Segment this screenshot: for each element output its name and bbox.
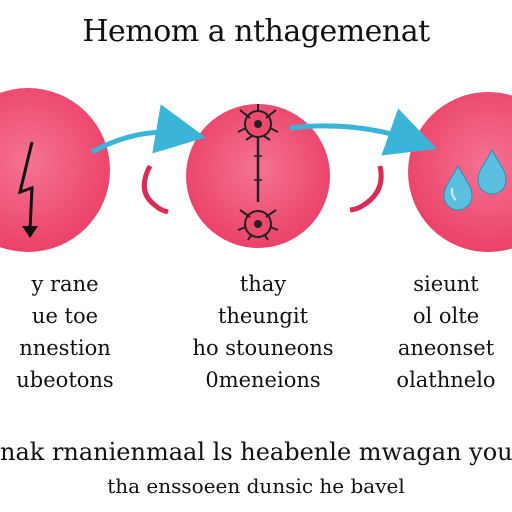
- stage-text-line: ue toe: [31, 304, 99, 328]
- stage-text-line: y rane: [31, 272, 99, 296]
- diagram-title: Hemom a nthagemenat: [82, 14, 430, 49]
- neuron-icon: [237, 104, 279, 241]
- stage-text-line: aneonset: [397, 336, 495, 360]
- stage-text-line: ho stouneons: [192, 336, 334, 360]
- arrow-left-to-middle: [90, 104, 206, 155]
- curl-accent-right: [349, 165, 384, 213]
- stage-text-right: sieunt ol olte aneonset olathnelo: [380, 268, 512, 396]
- stage-text-line: ubeotons: [16, 368, 114, 392]
- water-drops-icon: [443, 148, 507, 211]
- footer-text-line-2: tha enssoeen dunsic he bavel: [107, 474, 405, 498]
- footer-text-line-1: nak rnanienmaal ls heabenle mwagan you: [0, 438, 512, 466]
- stage-circle-left: [0, 88, 110, 252]
- curl-accent-left: [141, 164, 169, 215]
- stage-text-line: ol olte: [412, 304, 480, 328]
- stage-circle-right: [408, 92, 512, 252]
- process-diagram: [0, 88, 512, 252]
- stage-text-line: 0meneions: [205, 368, 321, 392]
- lightning-icon: [17, 141, 38, 238]
- stage-text-line: theungit: [217, 304, 309, 328]
- stage-text-middle: thay theungit ho stouneons 0meneions: [168, 268, 358, 396]
- stage-text-line: sieunt: [413, 272, 479, 296]
- stage-text-line: thay: [239, 272, 287, 296]
- arrow-middle-to-right: [289, 108, 437, 156]
- stage-text-line: nnestion: [19, 336, 111, 360]
- stage-text-line: olathnelo: [396, 368, 496, 392]
- stage-circle-middle: [186, 104, 330, 248]
- stage-text-left: y rane ue toe nnestion ubeotons: [0, 268, 130, 396]
